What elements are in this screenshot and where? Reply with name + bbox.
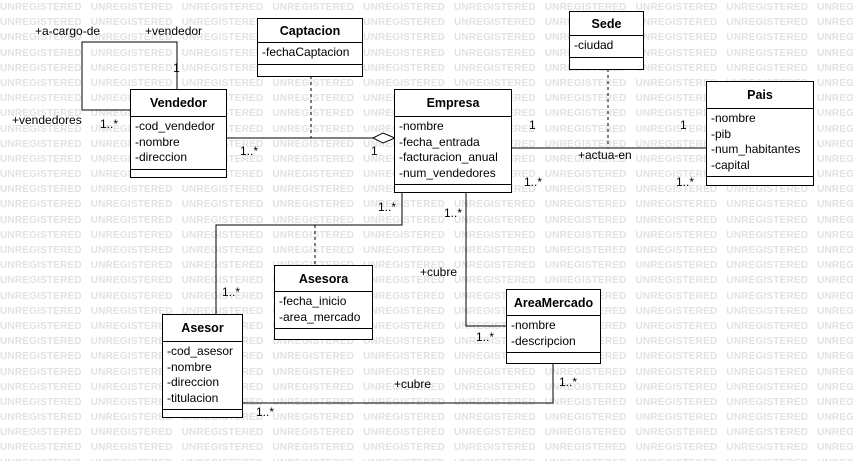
attribute: -pib — [711, 126, 732, 141]
role-cubre-bottom: +cubre — [394, 377, 432, 391]
class-sede[interactable]: Sede -ciudad — [569, 11, 644, 70]
class-pais[interactable]: Pais -nombre -pib -num_habitantes -capit… — [706, 81, 814, 186]
multiplicity-areamercado-bottom: 1..* — [559, 375, 578, 389]
multiplicity-empresa-areamercado: 1..* — [444, 206, 463, 220]
attribute: -descripcion — [511, 333, 576, 348]
attribute: -capital — [711, 157, 750, 172]
attribute: -cod_asesor — [167, 344, 234, 358]
watermark-row: UNREGISTERED UNREGISTERED UNREGISTERED U… — [0, 2, 853, 13]
attribute: -cod_vendedor — [135, 119, 216, 133]
class-attributes: -cod_asesor -nombre -direccion -titulaci… — [163, 342, 242, 410]
watermark-row: UNREGISTERED UNREGISTERED UNREGISTERED U… — [0, 290, 853, 302]
multiplicity-empresa-asesor: 1..* — [378, 200, 397, 214]
attribute: -nombre — [399, 119, 444, 133]
multiplicity-pais-empresa: 1 — [680, 118, 687, 132]
class-attributes: -fechaCaptacion — [258, 43, 362, 65]
attribute: -num_habitantes — [711, 142, 801, 156]
watermark-row: UNREGISTERED UNREGISTERED UNREGISTERED U… — [0, 305, 853, 317]
watermark-row: UNREGISTERED UNREGISTERED UNREGISTERED U… — [0, 381, 853, 393]
multiplicity-self-many: 1..* — [100, 117, 119, 131]
attribute: -titulacion — [167, 390, 219, 405]
attribute: -direccion — [167, 375, 220, 389]
assoc-empresa-asesor — [215, 193, 403, 314]
assoc-empresa-areamercado — [465, 193, 506, 327]
class-title: Vendedor — [131, 90, 226, 117]
multiplicity-empresa-pais: 1 — [529, 118, 536, 132]
watermark-row: UNREGISTERED UNREGISTERED UNREGISTERED U… — [0, 320, 853, 332]
multiplicity-vendedor-empresa: 1..* — [240, 144, 259, 158]
attribute: -direccion — [135, 150, 188, 164]
class-title: Empresa — [395, 90, 511, 117]
multiplicity-asesor-top: 1..* — [222, 285, 241, 299]
attribute: -ciudad — [574, 38, 614, 52]
watermark-row: UNREGISTERED UNREGISTERED UNREGISTERED U… — [0, 456, 853, 461]
attribute: -nombre — [135, 134, 180, 149]
attribute: -fechaCaptacion — [262, 45, 350, 59]
watermark-row: UNREGISTERED UNREGISTERED UNREGISTERED U… — [0, 214, 853, 226]
class-asesora[interactable]: Asesora -fecha_inicio -area_mercado — [274, 265, 373, 340]
role-cubre-top: +cubre — [420, 265, 458, 279]
watermark-row: UNREGISTERED UNREGISTERED UNREGISTERED U… — [0, 199, 853, 211]
watermark-row: UNREGISTERED UNREGISTERED UNREGISTERED U… — [0, 366, 853, 378]
watermark-row: UNREGISTERED UNREGISTERED UNREGISTERED U… — [0, 245, 853, 256]
attribute: -num_vendedores — [399, 165, 496, 180]
role-vendedor: +vendedor — [145, 24, 203, 38]
class-attributes: -ciudad — [570, 36, 643, 58]
watermark-row: UNREGISTERED UNREGISTERED UNREGISTERED U… — [0, 47, 853, 59]
watermark-row: UNREGISTERED UNREGISTERED UNREGISTERED U… — [0, 17, 853, 29]
watermark-row: UNREGISTERED UNREGISTERED UNREGISTERED U… — [0, 62, 853, 74]
aggregation-diamond — [371, 132, 397, 144]
class-attributes: -nombre -fecha_entrada -facturacion_anua… — [395, 117, 511, 185]
watermark-row: UNREGISTERED UNREGISTERED UNREGISTERED U… — [0, 275, 853, 287]
watermark-row: UNREGISTERED UNREGISTERED UNREGISTERED U… — [0, 77, 853, 89]
class-title: Asesor — [163, 315, 242, 342]
watermark-row: UNREGISTERED UNREGISTERED UNREGISTERED U… — [0, 442, 853, 454]
class-title: Captacion — [258, 19, 362, 43]
attribute: -nombre — [511, 318, 556, 332]
watermark-row: UNREGISTERED UNREGISTERED UNREGISTERED U… — [0, 229, 853, 241]
class-asesor[interactable]: Asesor -cod_asesor -nombre -direccion -t… — [162, 314, 243, 418]
watermark-row: UNREGISTERED UNREGISTERED UNREGISTERED U… — [0, 412, 853, 424]
watermark-row: UNREGISTERED UNREGISTERED UNREGISTERED U… — [0, 351, 853, 363]
watermark-row: UNREGISTERED UNREGISTERED UNREGISTERED U… — [0, 336, 853, 348]
attribute: -fecha_entrada — [399, 134, 480, 149]
class-attributes: -cod_vendedor -nombre -direccion — [131, 117, 226, 170]
class-title: Asesora — [275, 266, 372, 292]
role-a-cargo-de: +a-cargo-de — [35, 24, 101, 38]
assoc-vendedor-self — [81, 41, 178, 111]
multiplicity-self-one: 1 — [173, 61, 180, 75]
attribute: -area_mercado — [279, 309, 361, 324]
multiplicity-empresa-pais-many: 1..* — [524, 175, 543, 189]
multiplicity-pais-many: 1..* — [676, 175, 695, 189]
class-attributes: -fecha_inicio -area_mercado — [275, 292, 372, 329]
watermark-row: UNREGISTERED UNREGISTERED UNREGISTERED U… — [0, 396, 853, 408]
class-areamercado[interactable]: AreaMercado -nombre -descripcion — [506, 289, 601, 364]
multiplicity-areamercado-left: 1..* — [476, 330, 495, 344]
class-captacion[interactable]: Captacion -fechaCaptacion — [257, 18, 363, 77]
watermark-row: UNREGISTERED UNREGISTERED UNREGISTERED U… — [0, 427, 853, 439]
class-attributes: -nombre -pib -num_habitantes -capital — [707, 109, 813, 177]
attribute: -nombre — [167, 359, 212, 374]
multiplicity-empresa-vendedor: 1 — [371, 144, 378, 158]
attribute: -facturacion_anual — [399, 150, 498, 164]
class-title: Sede — [570, 12, 643, 36]
role-vendedores: +vendedores — [12, 113, 82, 127]
class-vendedor[interactable]: Vendedor -cod_vendedor -nombre -direccio… — [130, 89, 227, 178]
multiplicity-asesor-bottom: 1..* — [256, 405, 275, 419]
attribute: -nombre — [711, 111, 756, 125]
watermark-row: UNREGISTERED UNREGISTERED UNREGISTERED U… — [0, 32, 853, 44]
class-title: Pais — [707, 82, 813, 109]
watermark-row: UNREGISTERED UNREGISTERED UNREGISTERED U… — [0, 260, 853, 272]
attribute: -fecha_inicio — [279, 294, 347, 308]
class-title: AreaMercado — [507, 290, 600, 316]
assoc-asesor-areamercado — [243, 364, 554, 404]
class-attributes: -nombre -descripcion — [507, 316, 600, 353]
class-empresa[interactable]: Empresa -nombre -fecha_entrada -facturac… — [394, 89, 512, 193]
role-actua-en: +actua-en — [578, 148, 632, 162]
